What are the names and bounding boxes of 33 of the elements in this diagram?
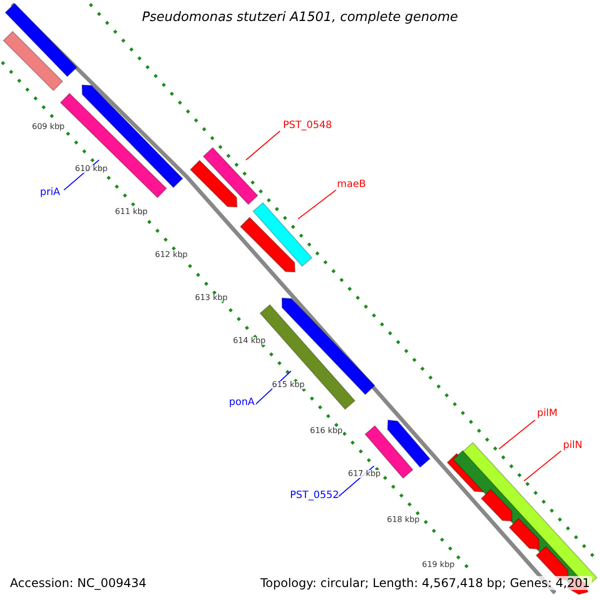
gene-block: [2, 30, 64, 92]
footer-text: Topology: circular; Length: 4,567,418 bp; Genes: 4,201: [258, 576, 592, 590]
tick-label: 619 kbp: [422, 561, 455, 569]
gene-block: [387, 419, 431, 468]
tick-label: 610 kbp: [75, 165, 108, 173]
leader-line: [298, 190, 336, 220]
gene-label: ponA: [229, 398, 255, 408]
leader-line: [524, 450, 562, 482]
gene-label: maeB: [337, 180, 366, 190]
gene-block: [202, 146, 258, 206]
gene-label: pilN: [563, 441, 582, 451]
tick-label: 616 kbp: [310, 427, 343, 435]
tick-label: 617 kbp: [348, 470, 381, 478]
tick-label: 612 kbp: [155, 251, 188, 259]
gene-block: [240, 216, 296, 273]
tick-label: 614 kbp: [233, 337, 266, 345]
tick-label: 611 kbp: [115, 208, 148, 216]
gene-block: [252, 202, 313, 267]
tick-label: 615 kbp: [272, 381, 305, 389]
tick-label: 618 kbp: [387, 516, 420, 524]
leader-line: [498, 420, 536, 450]
footer-text: Accession: NC_009434: [8, 576, 148, 590]
gene-block: [364, 425, 414, 479]
leader-line: [246, 130, 280, 160]
gene-block: [4, 2, 78, 78]
tick-label: 613 kbp: [195, 294, 228, 302]
tick-label: 609 kbp: [32, 123, 65, 131]
gene-label: pilM: [537, 409, 558, 419]
gene-label: priA: [40, 188, 60, 198]
map-title: Pseudomonas stutzeri A1501, complete genome: [140, 11, 460, 24]
gene-label: PST_0552: [290, 491, 339, 501]
gene-block: [190, 160, 238, 208]
gene-label: PST_0548: [283, 121, 332, 131]
